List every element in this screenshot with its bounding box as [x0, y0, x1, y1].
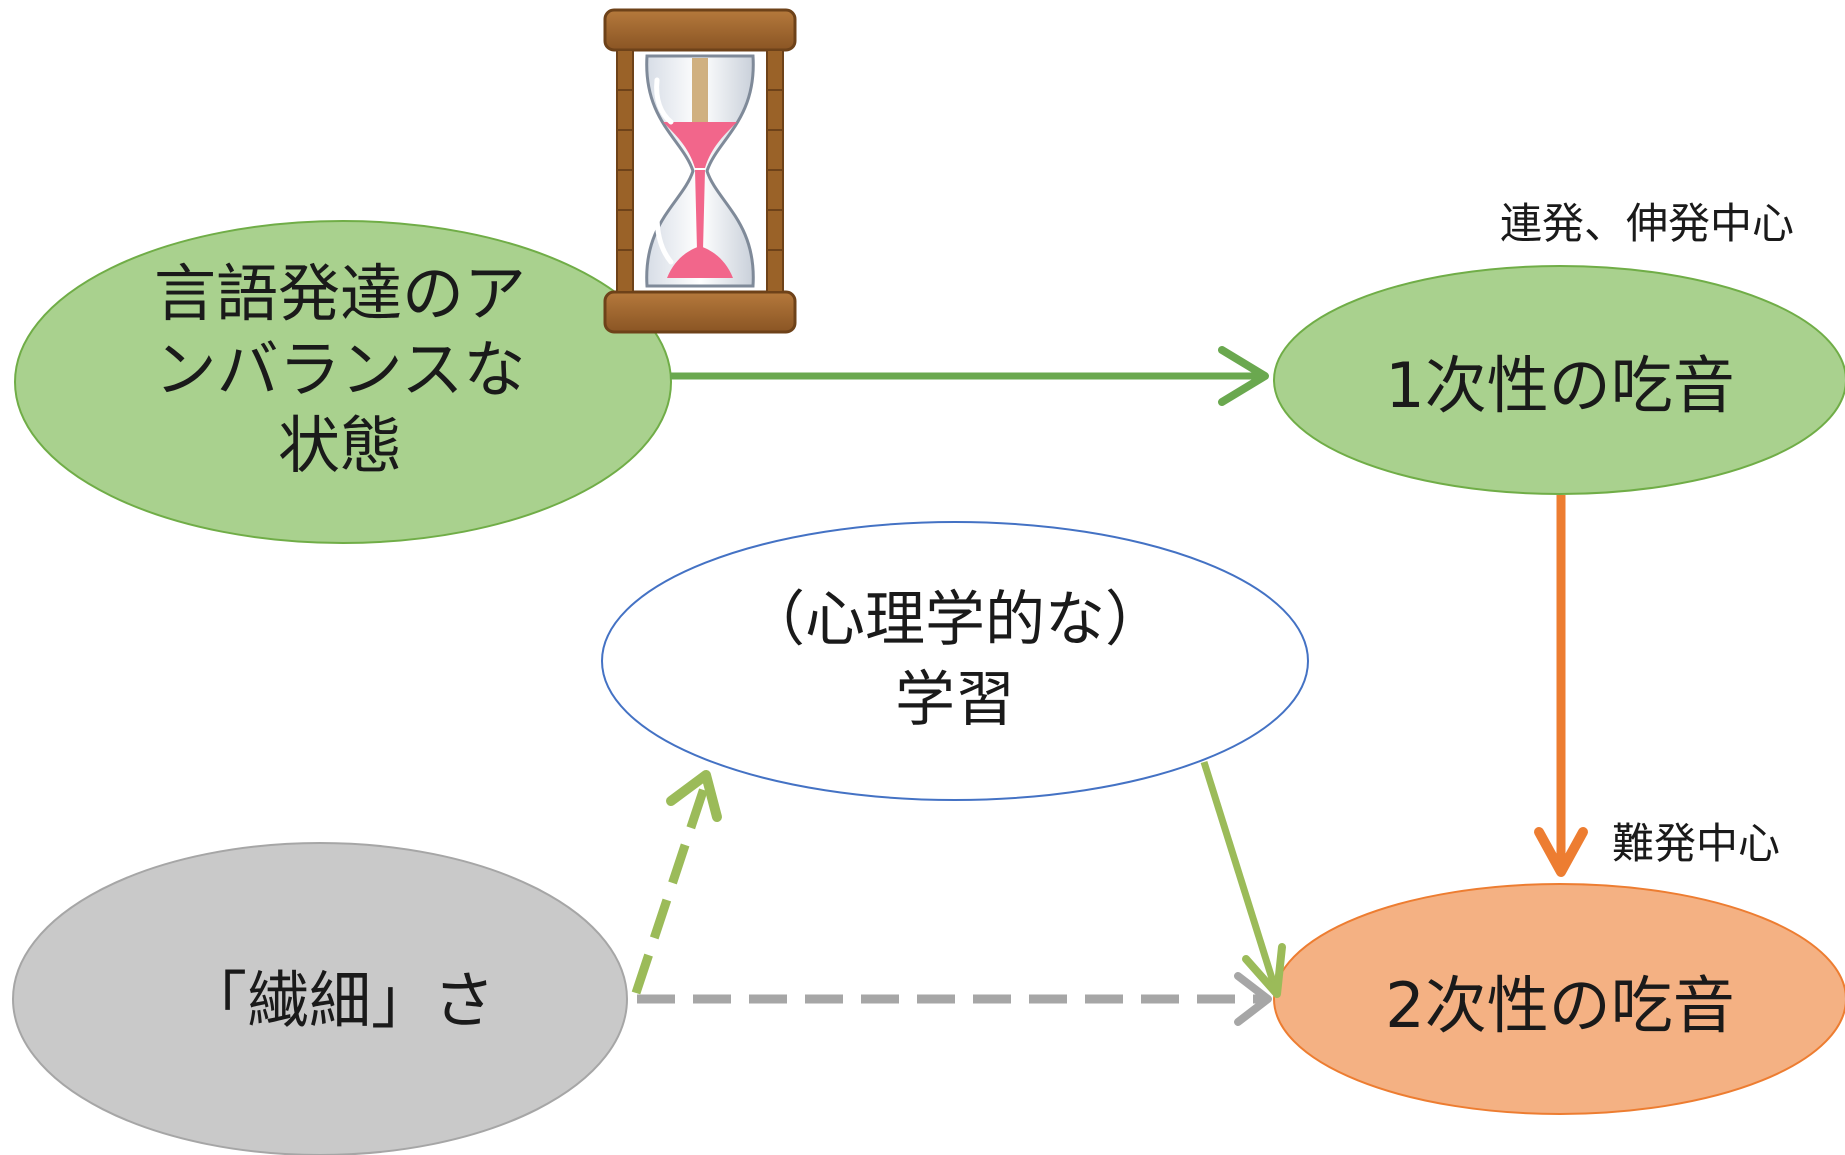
node-secondary-shape	[1273, 883, 1845, 1115]
node-learning-shape	[601, 521, 1309, 801]
node-sensitivity-label: 「繊細」さ	[184, 964, 495, 1037]
node-imbalance-label: 言語発達のア ンバランスな 状態	[153, 257, 526, 482]
edge-primary-to-secondary	[1534, 495, 1588, 877]
edge-imbalance-to-primary	[670, 346, 1269, 406]
note-secondary-symptoms: 難発中心	[1612, 819, 1781, 868]
edge-sensitivity-to-secondary	[637, 972, 1272, 1026]
node-primary-label: 1次性の吃音	[1385, 349, 1735, 422]
node-imbalance-shape	[14, 220, 672, 544]
node-sensitivity-shape	[12, 842, 628, 1155]
hourglass-icon	[603, 8, 797, 334]
edge-sensitivity-to-learning	[631, 770, 722, 995]
edge-learning-to-secondary	[1200, 760, 1286, 998]
node-learning-label: （心理学的な） 学習	[745, 585, 1165, 735]
note-primary-symptoms: 連発、伸発中心	[1500, 199, 1795, 248]
node-secondary-label: 2次性の吃音	[1385, 969, 1735, 1042]
node-primary-shape	[1273, 265, 1845, 495]
